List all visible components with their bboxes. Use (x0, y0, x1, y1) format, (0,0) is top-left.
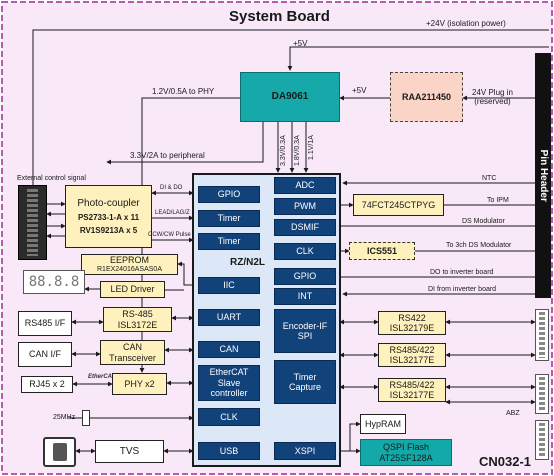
mcu-uart: UART (198, 309, 260, 326)
photocoupler-part-2: RV1S9213A x 5 (79, 225, 138, 235)
pin-header: Pin Header (535, 53, 551, 298)
encoder-connector-1 (535, 309, 549, 361)
sig-lead-lag: LEAD/LAG/Z (155, 210, 190, 216)
connector-pins (539, 423, 545, 457)
rail-peripheral-label: 3.3V/2A to peripheral (130, 151, 205, 160)
mcu-ethercat: EtherCAT Slave controller (198, 365, 260, 401)
page-title: System Board (229, 8, 330, 25)
mcu-usb: USB (198, 442, 260, 460)
mcu-timer-1: Timer (198, 210, 260, 227)
rail-1v8-label: 1.8V/0.3A (294, 135, 301, 166)
phy-block: PHY x2 (112, 373, 167, 395)
rail-24v-label: +24V (isolation power) (426, 19, 506, 28)
rail-5v-top-label: +5V (293, 39, 308, 48)
photocoupler-part-1: PS2733-1-A x 11 (77, 212, 140, 222)
mcu-gpio-right: GPIO (274, 268, 336, 285)
sig-ccw-cw: CCW/CW Pulse (148, 232, 191, 238)
photocoupler-title: Photo-coupler (77, 198, 140, 210)
sig-di-inverter: DI from inverter board (428, 286, 497, 293)
led-driver-block: LED Driver (100, 281, 165, 298)
crystal-label: 25MHz (53, 414, 76, 421)
external-control-label: External control signal (17, 175, 86, 182)
sig-abz: ABZ (506, 410, 520, 417)
ethercat-logo: EtherCAT (88, 374, 116, 380)
can-transceiver-block: CAN Transceiver (100, 340, 165, 365)
usb-port (52, 443, 67, 461)
eeprom-title: EEPROM (109, 255, 149, 266)
pmic-da9061: DA9061 (240, 72, 340, 122)
rail-phy-label: 1.2V/0.5A to PHY (152, 87, 215, 96)
mcu-timer-capture: Timer Capture (274, 360, 336, 404)
mcu-can: CAN (198, 341, 260, 358)
connector-pins (539, 312, 545, 358)
encoder-connector-3 (535, 420, 549, 460)
mcu-int: INT (274, 288, 336, 305)
ics551-block: ICS551 (349, 242, 415, 260)
pin-header-label: Pin Header (537, 149, 549, 202)
rs485-422-block-b: RS485/422 ISL32177E (378, 378, 446, 402)
mcu-xspi: XSPI (274, 442, 336, 460)
mcu-adc: ADC (274, 177, 336, 194)
mcu-name: RZ/N2L (230, 257, 265, 268)
led-display-digits: 88.8.8 (28, 273, 80, 290)
sig-di-do: DI & DO (160, 185, 183, 191)
rj45-block: RJ45 x 2 (21, 376, 73, 393)
mcu-clk-left: CLK (198, 408, 260, 426)
sig-to-3ch-ds: To 3ch DS Modulator (446, 242, 512, 249)
rs485-transceiver-block: RS-485 ISL3172E (103, 307, 172, 332)
mcu-iic: IIC (198, 277, 260, 294)
tvs-block: TVS (95, 440, 164, 463)
mcu-pwm: PWM (274, 198, 336, 215)
usb-connector-icon (43, 437, 76, 467)
sig-ntc: NTC (482, 175, 497, 182)
sig-ds-modulator: DS Modulator (462, 218, 505, 225)
external-control-connector (18, 185, 47, 260)
rail-5v-right-label: +5V (352, 86, 367, 95)
mcu-gpio-left: GPIO (198, 186, 260, 203)
mcu-clk-right: CLK (274, 243, 336, 260)
sig-to-ipm: To IPM (487, 197, 509, 204)
rs485-if-block: RS485 I/F (18, 311, 72, 336)
plugin-label: 24V Plug in (reserved) (472, 88, 513, 107)
sig-do-inverter: DO to inverter board (430, 269, 494, 276)
crystal-icon (82, 410, 90, 426)
mcu-encoder-if: Encoder-IF SPI (274, 309, 336, 353)
mcu-timer-2: Timer (198, 233, 260, 250)
connector-pins (539, 377, 545, 411)
mcu-dsmif: DSMIF (274, 219, 336, 236)
qspi-flash-block: QSPI Flash AT25SF128A (360, 439, 452, 466)
rs485-422-block-a: RS485/422 ISL32177E (378, 343, 446, 367)
eeprom-block: EEPROM R1EX24016ASAS0A (81, 254, 178, 275)
connector-pins (27, 189, 38, 256)
fct-buffer-block: 74FCT245CTPYG (353, 194, 444, 216)
raa211450-block: RAA211450 (390, 72, 463, 122)
encoder-connector-2 (535, 374, 549, 414)
hyperram-block: HypRAM (360, 414, 406, 434)
led-display: 88.8.8 (23, 270, 85, 294)
can-if-block: CAN I/F (18, 342, 72, 367)
eeprom-part: R1EX24016ASAS0A (97, 265, 162, 273)
board-id: CN032-1 (479, 454, 532, 469)
photocoupler-block: Photo-coupler PS2733-1-A x 11 RV1S9213A … (65, 185, 152, 248)
rail-1v1-label: 1.1V/1A (308, 135, 315, 160)
rail-3v3-label: 3.3V/0.3A (280, 135, 287, 166)
rs422-block: RS422 ISL32179E (378, 311, 446, 335)
